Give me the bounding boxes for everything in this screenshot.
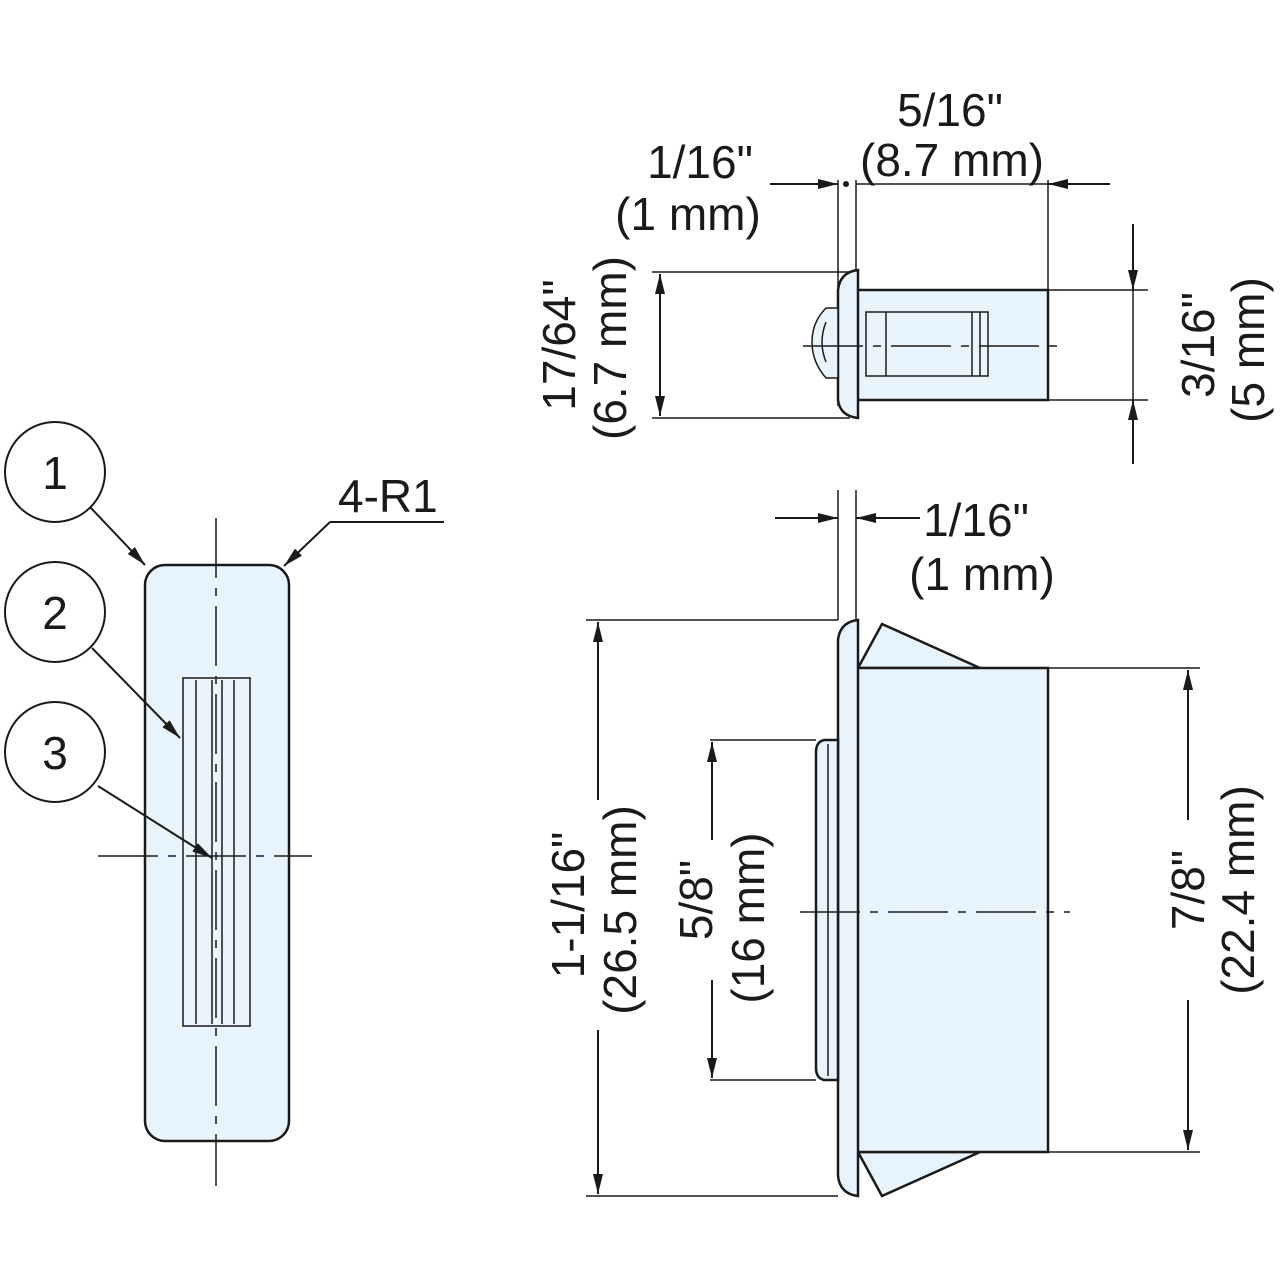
side-flange-thickness-metric: (1 mm) — [909, 548, 1055, 600]
side-overall-height-imperial: 1-1/16" — [542, 832, 594, 979]
side-boss-height-metric: (16 mm) — [722, 832, 774, 1003]
top-flange-thickness-metric: (1 mm) — [615, 188, 761, 240]
front-view: 1 2 3 4-R1 — [4, 421, 444, 1186]
radius-callout: 4-R1 — [283, 470, 444, 567]
side-body — [853, 666, 1050, 1154]
top-view: 1/16" (1 mm) 5/16" (8.7 mm) 17/64" (6.7 … — [533, 84, 1274, 464]
side-body-height-imperial: 7/8" — [1162, 850, 1214, 930]
radius-label: 4-R1 — [338, 470, 438, 522]
side-flange — [836, 618, 860, 1198]
side-flange-thickness-imperial: 1/16" — [923, 494, 1029, 546]
callout-2-number: 2 — [42, 587, 68, 639]
top-body-length-imperial: 5/16" — [897, 84, 1003, 136]
side-overall-height-metric: (26.5 mm) — [594, 805, 646, 1015]
callout-1-number: 1 — [42, 447, 68, 499]
top-body-height-imperial: 3/16" — [1172, 292, 1224, 398]
callout-1: 1 — [4, 421, 146, 566]
callout-3: 3 — [4, 701, 213, 859]
top-flange-thickness-imperial: 1/16" — [647, 136, 753, 188]
side-boss — [814, 738, 840, 1082]
top-body — [853, 288, 1050, 402]
top-flange-height-imperial: 17/64" — [533, 279, 585, 410]
top-flange-height-metric: (6.7 mm) — [584, 256, 636, 440]
top-body-height-metric: (5 mm) — [1222, 277, 1274, 423]
top-body-length-metric: (8.7 mm) — [860, 134, 1044, 186]
callout-3-number: 3 — [42, 727, 68, 779]
top-flange — [836, 268, 860, 420]
callout-2: 2 — [4, 561, 181, 739]
side-boss-height-imperial: 5/8" — [670, 860, 722, 940]
side-view: 1/16" (1 mm) 1-1/16" (26.5 mm) 5/8" (16 … — [542, 490, 1264, 1198]
side-body-height-metric: (22.4 mm) — [1212, 785, 1264, 995]
